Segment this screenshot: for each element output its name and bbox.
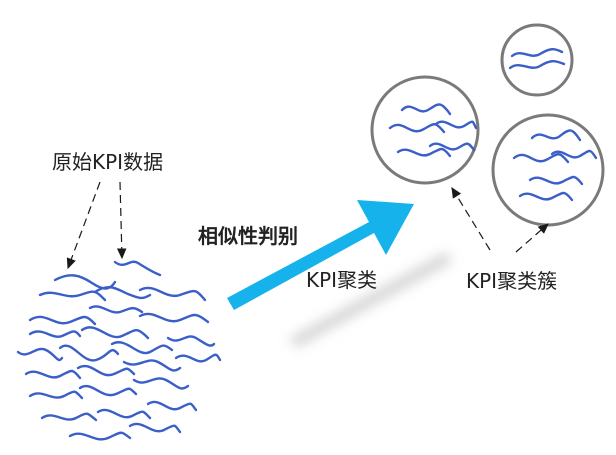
raw-kpi-curve [88,305,144,314]
raw-kpi-curve [58,344,120,362]
raw-kpi-curve [110,341,174,355]
raw-kpi-curve [68,431,132,441]
raw-kpi-curve [113,260,162,277]
raw-kpi-curve [78,385,138,397]
raw-data-label: 原始KPI数据 [52,150,164,174]
cluster-kpi-curve [518,191,574,202]
raw-kpi-curve [40,412,98,422]
raw-kpi-curve [38,290,107,302]
raw-kpi-curve [138,286,207,302]
cluster-circle-right [491,113,605,227]
raw-kpi-curve [146,400,198,412]
raw-kpi-curve [28,330,82,338]
similarity-arrow [227,200,414,310]
cluster-kpi-curve [512,153,570,164]
arrow-shadow [290,252,452,348]
raw-kpi-curve [93,285,152,300]
raw-kpi-curve [80,326,150,340]
cluster-kpi-curve [550,149,598,160]
cluster-pointers [451,186,549,253]
raw-data-pointers [66,181,127,270]
cluster-groups-label: KPI聚类簇 [466,269,558,293]
cluster-circle-small [500,23,574,97]
raw-kpi-curve [28,390,84,400]
cluster-kpi-curve [434,120,478,130]
raw-kpi-curves [16,260,222,441]
cluster-kpi-curve [396,147,452,158]
raw-kpi-curve [24,369,82,380]
cluster-circle-left [370,75,480,185]
raw-kpi-curve [132,377,190,390]
cluster-kpi-curve [388,123,446,134]
cluster-kpi-curve [400,103,452,116]
cluster-kpi-curve [508,60,566,70]
raw-kpi-curve [122,359,182,372]
raw-kpi-curve [16,347,64,362]
raw-kpi-curve [96,408,152,420]
raw-kpi-curve [138,312,210,324]
clustering-label: KPI聚类 [306,268,378,292]
raw-kpi-curve [128,422,182,434]
cluster-kpi-curve [530,129,582,142]
cluster-kpi-curve [528,175,584,186]
raw-kpi-curve [28,315,97,326]
raw-kpi-curve [76,365,136,377]
similarity-label: 相似性判别 [198,224,298,248]
raw-kpi-curve [174,353,222,363]
cluster-kpi-curve [510,48,564,58]
raw-kpi-curve [166,335,216,347]
cluster-kpi-curve [428,142,476,152]
